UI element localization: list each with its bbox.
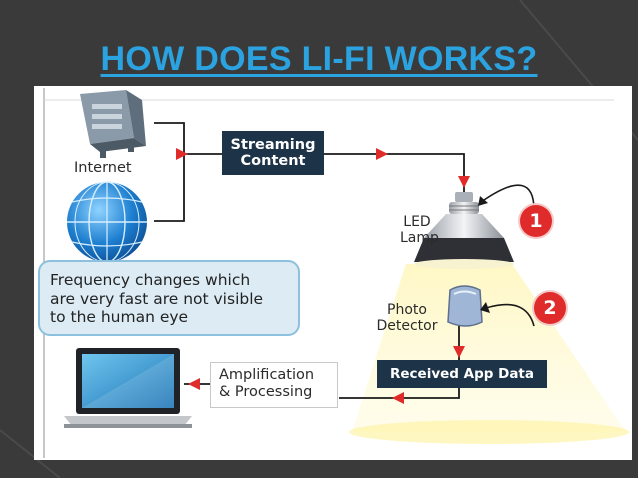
connector-stream-to-lamp [324, 153, 465, 194]
photo-line-2: Detector [376, 318, 438, 334]
led-line-2: Lamp [400, 230, 439, 246]
amp-line-1: Amplification [219, 367, 315, 383]
streaming-line-1: Streaming [230, 137, 316, 153]
step-badge-1: 1 [520, 205, 552, 237]
frequency-note-box: Frequency changes which are very fast ar… [38, 260, 300, 336]
connector-server-to-stream [154, 122, 222, 155]
step-badge-2: 2 [534, 292, 566, 324]
laptop-icon [64, 348, 192, 428]
server-icon [80, 90, 146, 158]
amplification-processing-box: Amplification & Processing [210, 362, 338, 408]
pointer-arrow-2-head [480, 302, 490, 313]
note-line-2: are very fast are not visible [50, 289, 264, 308]
photo-line-1: Photo [387, 302, 427, 318]
internet-label: Internet [74, 160, 132, 176]
photo-detector-icon [447, 285, 483, 327]
arrow-head [453, 346, 465, 358]
received-app-data-box: Received App Data [377, 360, 547, 388]
streaming-content-box: Streaming Content [222, 131, 324, 175]
arrow-head [376, 148, 388, 160]
led-bulb-icon [414, 192, 514, 269]
arrow-head [458, 176, 470, 188]
connector-globe-to-stream [154, 154, 185, 222]
light-pool [349, 420, 629, 444]
led-line-1: LED [403, 214, 431, 230]
led-lamp-label: LED Lamp [400, 214, 439, 246]
connector-received-to-amp [339, 386, 460, 399]
pointer-arrow-2 [485, 303, 535, 327]
diagram-panel: Internet Streaming Content LED Lamp Phot… [34, 86, 632, 460]
arrow-head [176, 148, 188, 160]
photo-detector-label: Photo Detector [370, 302, 444, 334]
arrow-head [392, 392, 404, 404]
light-beam [352, 264, 626, 432]
streaming-line-2: Content [240, 153, 306, 169]
globe-icon [67, 181, 147, 263]
slide-title: HOW DOES LI-FI WORKS? [100, 40, 538, 78]
note-line-1: Frequency changes which [50, 271, 251, 289]
pointer-arrow-1-head [478, 196, 488, 206]
arrow-head [188, 378, 200, 390]
amp-line-2: & Processing [219, 384, 313, 400]
diagram-graphics [43, 88, 629, 458]
note-line-3: to the human eye [50, 308, 189, 326]
pointer-arrow-1 [483, 184, 535, 211]
